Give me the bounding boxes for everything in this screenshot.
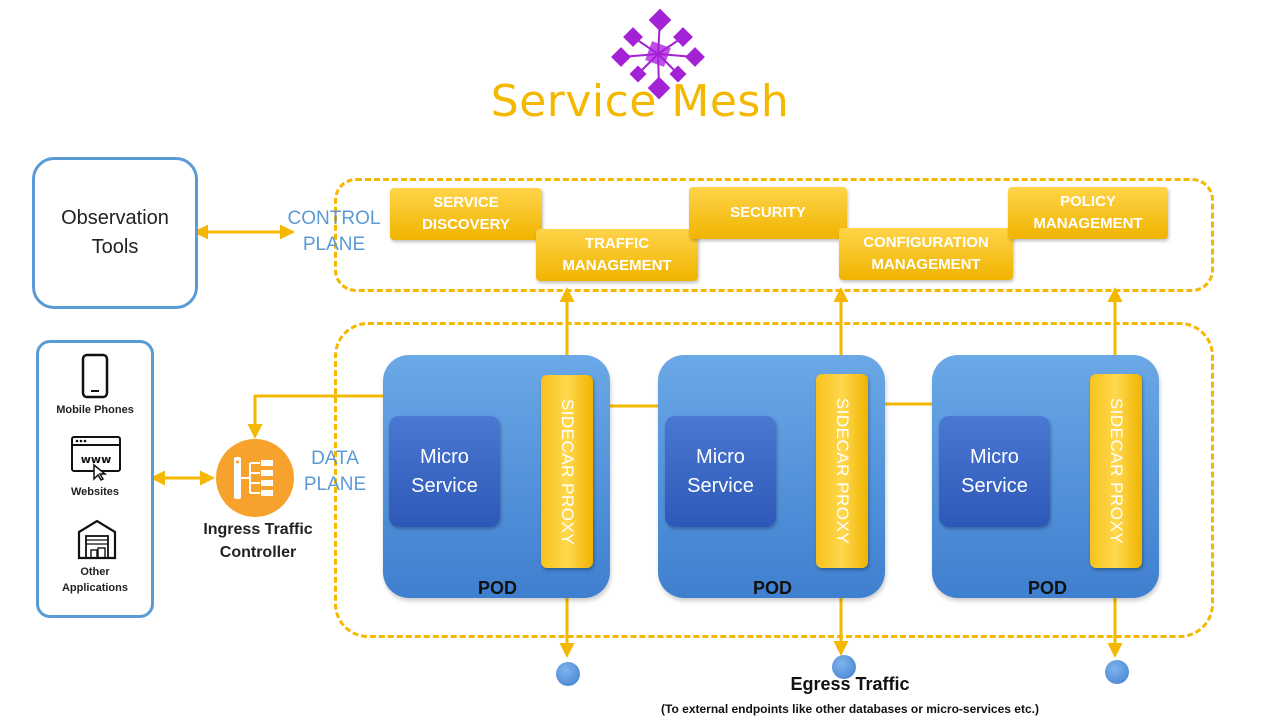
observation-line1: Observation <box>61 207 169 229</box>
pod-label-2: POD <box>753 578 793 598</box>
website-icon: www <box>71 436 121 481</box>
mobile-phone-icon <box>81 353 109 399</box>
service-mesh-logo-icon <box>611 8 705 100</box>
egress-title: Egress Traffic <box>790 674 910 694</box>
sidecar-proxy-1: SIDECAR PROXY <box>541 375 593 568</box>
client-label-websites: Websites <box>70 486 120 498</box>
egress-endpoint-3 <box>1105 660 1129 684</box>
data-plane-frame <box>334 322 1214 638</box>
svg-text:www: www <box>81 453 112 466</box>
observation-line2: Tools <box>91 236 139 258</box>
warehouse-icon <box>77 519 117 560</box>
control-plane-frame <box>334 178 1214 292</box>
ingress-controller-icon <box>216 439 294 517</box>
sidecar-proxy-2: SIDECAR PROXY <box>816 374 868 568</box>
egress-subtitle: (To external endpoints like other databa… <box>661 702 1039 716</box>
pod-label-1: POD <box>478 578 518 598</box>
egress-endpoint-2 <box>832 655 856 679</box>
pod-label-3: POD <box>1028 578 1068 598</box>
sidecar-proxy-3: SIDECAR PROXY <box>1090 374 1142 568</box>
control-box-security: SECURITY <box>689 187 847 239</box>
client-label-mobile-phones: Mobile Phones <box>56 404 134 416</box>
page-title: Service Mesh <box>490 76 790 127</box>
egress-endpoint-1 <box>556 662 580 686</box>
